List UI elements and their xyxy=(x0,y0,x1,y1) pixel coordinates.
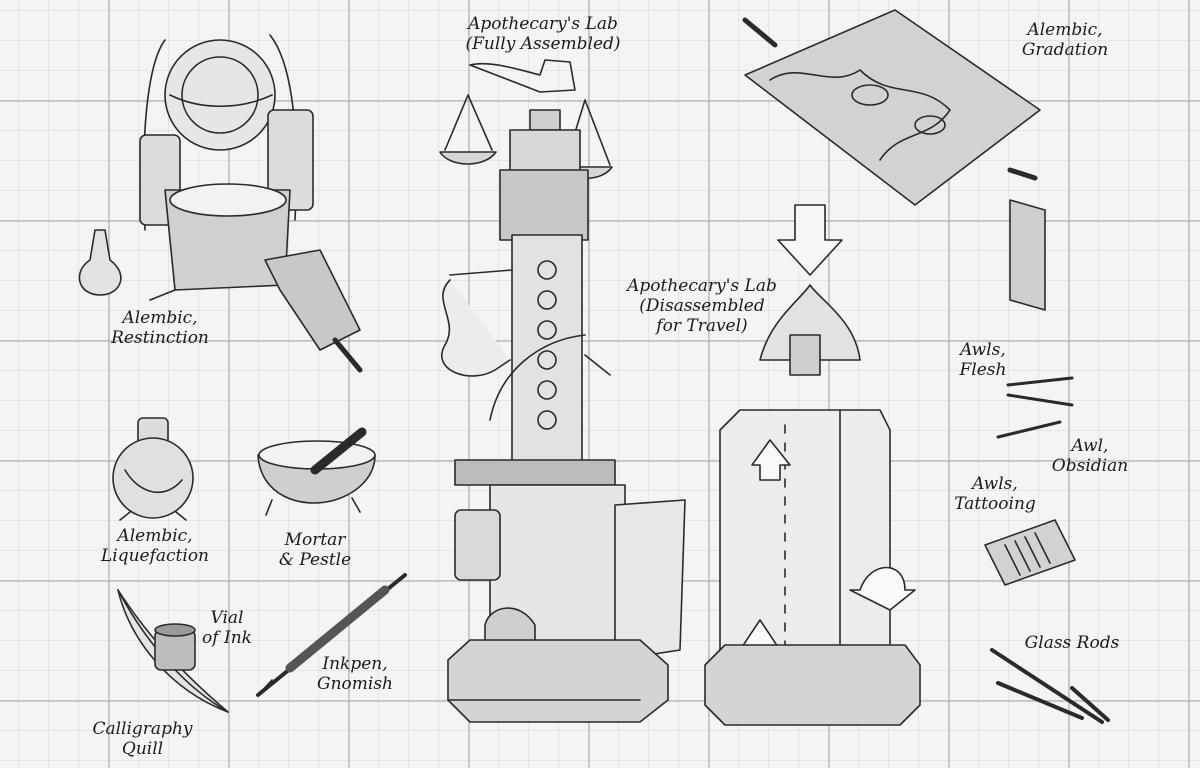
label-alembic-liquefaction: Alembic, Liquefaction xyxy=(100,526,210,566)
label-apothecary-disassembled: Apothecary's Lab (Disassembled for Trave… xyxy=(627,276,777,336)
alembic-gradation-illustration xyxy=(742,9,1046,311)
awls-tattooing-illustration xyxy=(984,519,1076,586)
apothecary-lab-disassembled-illustration xyxy=(704,284,921,726)
down-arrow-icon xyxy=(777,204,843,276)
label-vial-of-ink: Vial of Ink xyxy=(202,608,252,648)
label-inkpen-gnomish: Inkpen, Gnomish xyxy=(317,654,393,694)
glass-rods-illustration xyxy=(990,648,1110,724)
label-glass-rods: Glass Rods xyxy=(1024,633,1120,653)
label-alembic-gradation: Alembic, Gradation xyxy=(1021,20,1109,60)
label-mortar-pestle: Mortar & Pestle xyxy=(278,530,352,570)
label-calligraphy-quill: Calligraphy Quill xyxy=(92,719,193,759)
awls-flesh-illustration xyxy=(996,376,1074,439)
apothecary-lab-assembled-illustration xyxy=(439,59,686,723)
inkpen-gnomish-illustration xyxy=(256,573,407,697)
calligraphy-quill-and-ink-illustration xyxy=(117,589,229,713)
alembic-restinction-illustration xyxy=(78,34,363,373)
label-apothecary-assembled: Apothecary's Lab (Fully Assembled) xyxy=(465,14,621,54)
label-awls-flesh: Awls, Flesh xyxy=(959,340,1007,380)
label-awls-tattooing: Awls, Tattooing xyxy=(954,474,1036,514)
label-alembic-restinction: Alembic, Restinction xyxy=(111,308,209,348)
label-awl-obsidian: Awl, Obsidian xyxy=(1051,436,1129,476)
alembic-liquefaction-illustration xyxy=(112,417,194,521)
mortar-and-pestle-illustration xyxy=(257,427,376,516)
